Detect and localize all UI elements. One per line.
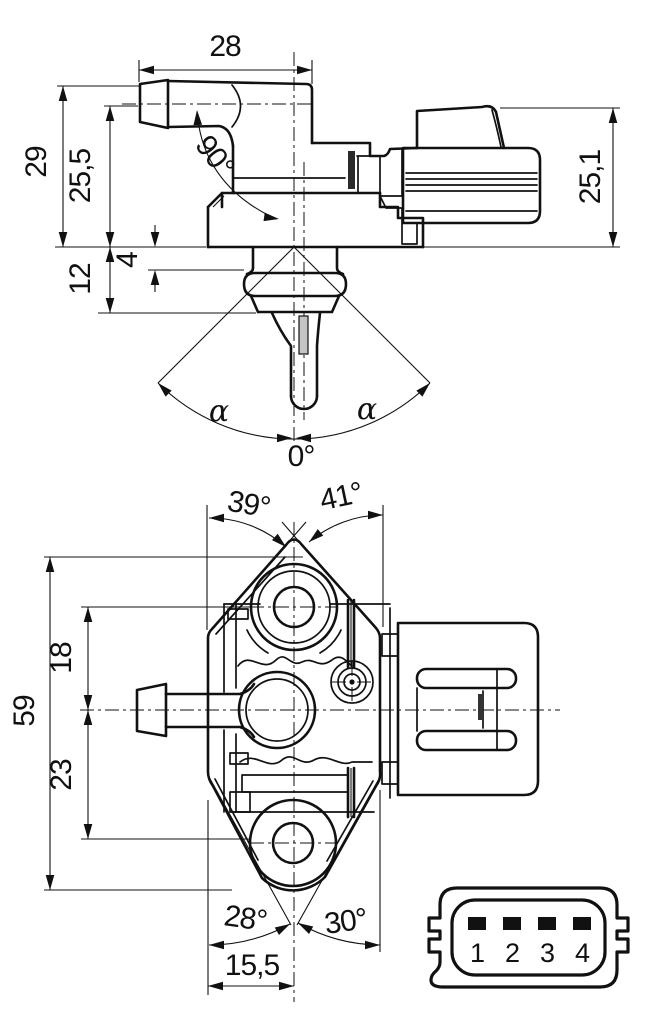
front-nipple-cap [135,682,168,738]
dim-59-lines [44,556,303,891]
top-boss-arcs [246,629,342,654]
rivet-boss-outer [330,660,374,704]
hump-inner-line [491,109,502,148]
pin-1-label: 1 [470,938,484,968]
bottom-boss-outer [248,798,338,888]
side-ribs [346,598,356,819]
angle-extension-lines-bottom [207,790,381,995]
dim-label-25-1: 25,1 [574,149,607,204]
pin-4-contact [573,917,591,930]
rivet-boss-inner [343,673,361,691]
front-view-flange [135,538,382,892]
probe-shaft [270,311,322,398]
top-boss-outer [249,562,339,652]
connector-tab-top [381,633,399,657]
flange-outline [206,538,382,892]
dim-label-15-5: 15,5 [225,949,280,982]
terminal-key-sliver [478,694,483,720]
dim-label-25-5: 25,5 [64,148,97,203]
lower-casting-wave [239,756,373,765]
bracket-columns [356,149,403,197]
flange-chamfer [206,191,224,209]
front-view: 59 18 23 39° 41° 28° [8,476,560,1002]
dim-label-28: 28 [209,30,241,63]
terminal-finger-bottom [415,729,518,752]
pin-1-contact [468,917,486,930]
left-step-bottom [229,791,251,813]
midblock-slot [348,151,355,189]
alpha-arc [157,382,431,440]
side-view-probe [242,245,348,411]
pin-3-contact [538,917,556,930]
dim-label-59: 59 [8,695,41,727]
plug-outer-shell [427,886,630,989]
elbow-arc [231,84,242,128]
left-plate-lines [223,603,237,813]
dim-28-lines [138,60,313,84]
connector-latch-hump [415,104,506,150]
connector-pinout: 1 2 3 4 [427,886,630,989]
side-view-connector [401,104,542,225]
bracket-foot [379,195,418,245]
dim-label-alpha-left: α [209,394,229,429]
pin-4-label: 4 [575,938,590,968]
side-view-outline [138,78,425,249]
bridge-lines [241,774,348,793]
side-view: 28 29 25,5 12 4 25,1 90° [20,30,620,473]
bottom-angle-lines [208,776,381,926]
front-view-connector [381,621,540,797]
rivet-boss-mid [337,667,367,697]
front-view-dimensions: 59 18 23 39° 41° 28° [8,476,384,995]
dim-90-arc [196,111,277,220]
apex-edge-extensions [281,521,307,546]
dim-29-lines [55,85,206,248]
o-ring-bulge [242,271,348,298]
dim-label-4: 4 [111,252,144,268]
angle-extension-lines-top [206,505,384,630]
upper-casting-wave [237,656,353,667]
tube-top-edge [166,79,314,145]
port-opening-inner [245,678,309,742]
connector-housing-front [396,621,540,797]
dim-label-18: 18 [45,642,78,674]
dim-label-39: 39° [225,485,272,525]
tube-bottom-edge [166,124,235,148]
pin-2-contact [503,917,521,930]
dim-25-1-lines [423,107,620,248]
dim-label-12: 12 [64,263,97,295]
top-mounting-hole [272,585,316,629]
probe-tip [289,394,319,411]
top-boss-ring [257,570,331,644]
dim-label-30deg: 30° [322,902,369,941]
port-opening-outer [237,670,317,750]
hole-centerlines [250,606,338,844]
alpha-fan-lines [157,246,431,384]
pin-2-label: 2 [505,938,519,968]
flange-chamfer-inner [212,195,225,208]
dim-label-23: 23 [45,759,78,791]
dim-label-28deg: 28° [222,899,269,938]
dim-label-29: 29 [20,146,53,178]
connector-tab-bottom [381,761,399,785]
connector-housing [401,146,542,225]
dim-label-0: 0° [288,440,315,473]
connector-ribs [405,172,538,212]
plug-inner-cavity [450,898,607,977]
probe-element [298,315,309,355]
bottom-mounting-hole [271,821,315,865]
front-nipple-tube [164,682,256,739]
dim-25-5-lines [104,105,138,247]
terminal-finger-top [415,667,518,690]
pin-3-label: 3 [540,938,554,968]
rivet-center [349,679,355,685]
side-view-dimensions: 28 29 25,5 12 4 25,1 90° [20,30,620,473]
dim-label-alpha-right: α [357,392,377,427]
